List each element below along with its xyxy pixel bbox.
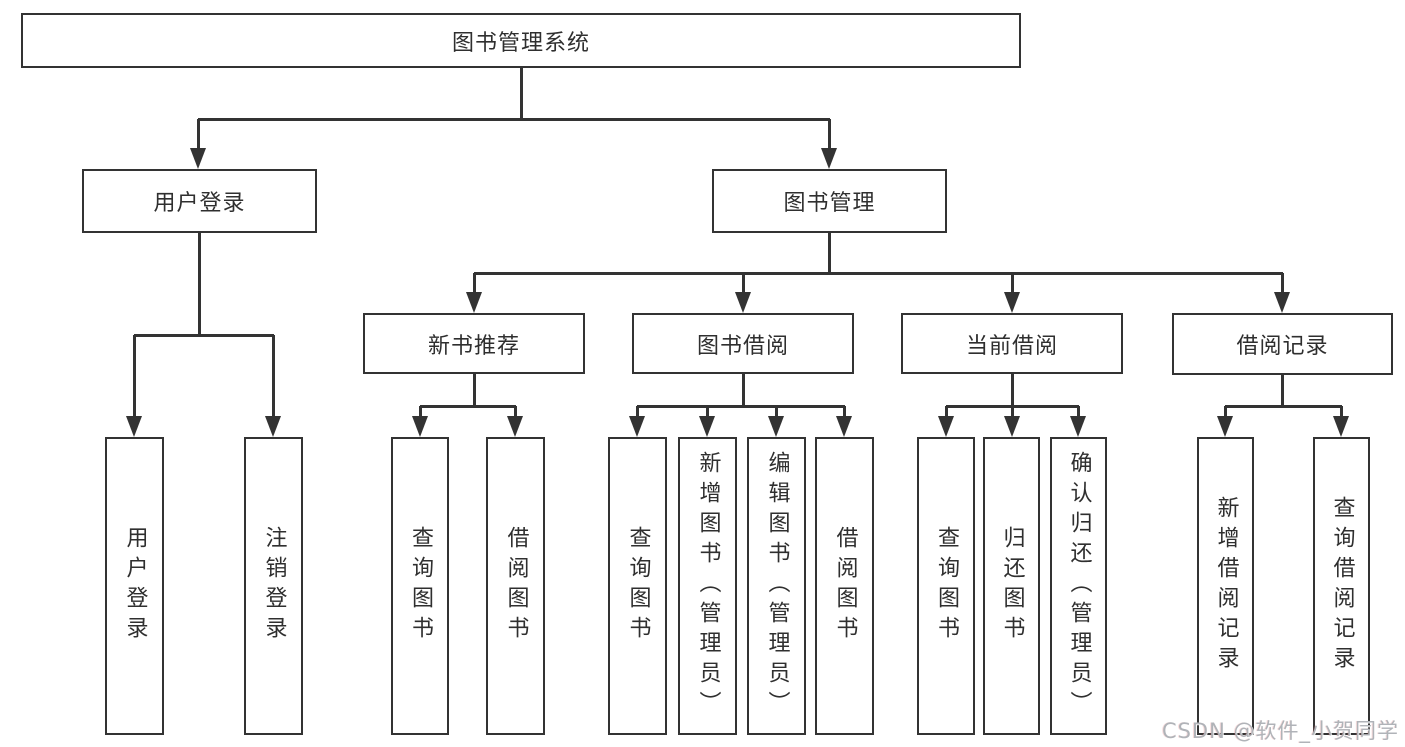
node-leaf-user-login: 用户登录 xyxy=(105,437,164,735)
connector-line xyxy=(134,334,274,337)
node-leaf-br-add: 新增借阅记录 xyxy=(1197,437,1254,735)
connector-line xyxy=(198,233,201,336)
node-leaf-bb-edit: 编辑图书（管理员） xyxy=(747,437,806,735)
connector-line xyxy=(828,233,831,274)
node-label-borrow-record: 借阅记录 xyxy=(1236,334,1329,359)
connector-line xyxy=(742,273,745,295)
node-book-mgmt: 图书管理 xyxy=(712,169,947,233)
node-leaf-bb-borrow: 借阅图书 xyxy=(815,437,874,735)
node-root: 图书管理系统 xyxy=(21,13,1021,68)
arrow-down-icon xyxy=(466,292,482,313)
connector-line xyxy=(473,273,476,295)
node-current-borrow: 当前借阅 xyxy=(901,313,1123,374)
connector-line xyxy=(473,374,476,407)
connector-line xyxy=(706,406,709,419)
node-label-leaf-nbr-borrow: 借阅图书 xyxy=(503,526,529,646)
connector-line xyxy=(636,406,639,419)
connector-line xyxy=(1281,273,1284,295)
arrow-down-icon xyxy=(265,416,281,437)
node-label-leaf-cb-confirm: 确认归还（管理员） xyxy=(1066,451,1092,721)
node-label-leaf-bb-query: 查询图书 xyxy=(625,526,651,646)
connector-line xyxy=(1011,273,1014,295)
node-leaf-cb-return: 归还图书 xyxy=(983,437,1040,735)
connector-line xyxy=(945,406,948,419)
node-label-leaf-bb-edit: 编辑图书（管理员） xyxy=(764,451,790,721)
node-leaf-logout: 注销登录 xyxy=(244,437,303,735)
arrow-down-icon xyxy=(412,416,428,437)
arrow-down-icon xyxy=(699,416,715,437)
node-leaf-nbr-query: 查询图书 xyxy=(391,437,449,735)
arrow-down-icon xyxy=(821,148,837,169)
connector-line xyxy=(828,119,831,151)
node-leaf-cb-query: 查询图书 xyxy=(917,437,975,735)
arrow-down-icon xyxy=(768,416,784,437)
connector-line xyxy=(775,406,778,419)
connector-line xyxy=(197,119,200,151)
connector-line xyxy=(133,335,136,419)
arrow-down-icon xyxy=(629,416,645,437)
connector-line xyxy=(474,272,1283,275)
connector-line xyxy=(198,118,830,121)
node-leaf-bb-query: 查询图书 xyxy=(608,437,667,735)
connector-line xyxy=(1011,374,1014,407)
connector-line xyxy=(514,406,517,419)
connector-line xyxy=(1225,405,1342,408)
connector-line xyxy=(742,374,745,407)
arrow-down-icon xyxy=(938,416,954,437)
node-label-leaf-cb-return: 归还图书 xyxy=(999,526,1025,646)
connector-line xyxy=(1011,406,1014,419)
node-label-leaf-bb-borrow: 借阅图书 xyxy=(832,526,858,646)
node-book-borrow: 图书借阅 xyxy=(632,313,854,374)
connector-line xyxy=(1281,375,1284,407)
node-label-leaf-br-add: 新增借阅记录 xyxy=(1213,496,1239,676)
node-leaf-cb-confirm: 确认归还（管理员） xyxy=(1050,437,1107,735)
connector-line xyxy=(419,406,422,419)
arrow-down-icon xyxy=(1070,416,1086,437)
arrow-down-icon xyxy=(1004,292,1020,313)
connector-line xyxy=(420,405,516,408)
connector-line xyxy=(272,335,275,419)
node-label-leaf-cb-query: 查询图书 xyxy=(934,526,959,646)
arrow-down-icon xyxy=(1217,416,1233,437)
node-label-book-mgmt: 图书管理 xyxy=(783,191,876,216)
node-label-user-login: 用户登录 xyxy=(153,191,246,216)
arrow-down-icon xyxy=(1333,416,1349,437)
watermark: CSDN @软件_小贺同学 xyxy=(1161,719,1399,743)
node-borrow-record: 借阅记录 xyxy=(1172,313,1393,375)
arrow-down-icon xyxy=(1004,416,1020,437)
arrow-down-icon xyxy=(735,292,751,313)
connector-line xyxy=(520,68,523,120)
node-leaf-bb-add: 新增图书（管理员） xyxy=(678,437,737,735)
arrow-down-icon xyxy=(836,416,852,437)
node-label-book-borrow: 图书借阅 xyxy=(696,333,789,359)
node-user-login: 用户登录 xyxy=(82,169,317,233)
node-new-book-rec: 新书推荐 xyxy=(363,313,585,374)
node-label-new-book-rec: 新书推荐 xyxy=(427,333,520,359)
connector-line xyxy=(1340,406,1343,419)
arrow-down-icon xyxy=(507,416,523,437)
node-label-current-borrow: 当前借阅 xyxy=(965,333,1058,359)
node-label-root: 图书管理系统 xyxy=(451,30,590,56)
connector-line xyxy=(1224,406,1227,419)
connector-line xyxy=(1077,406,1080,419)
node-label-leaf-nbr-query: 查询图书 xyxy=(408,526,433,646)
connector-line xyxy=(843,406,846,419)
node-label-leaf-user-login: 用户登录 xyxy=(122,526,148,646)
node-label-leaf-bb-add: 新增图书（管理员） xyxy=(695,451,721,721)
node-label-leaf-br-query: 查询借阅记录 xyxy=(1329,496,1355,676)
node-leaf-nbr-borrow: 借阅图书 xyxy=(486,437,545,735)
node-label-leaf-logout: 注销登录 xyxy=(261,526,287,646)
arrow-down-icon xyxy=(1274,292,1290,313)
node-leaf-br-query: 查询借阅记录 xyxy=(1313,437,1370,735)
arrow-down-icon xyxy=(126,416,142,437)
connector-line xyxy=(637,405,845,408)
arrow-down-icon xyxy=(190,148,206,169)
